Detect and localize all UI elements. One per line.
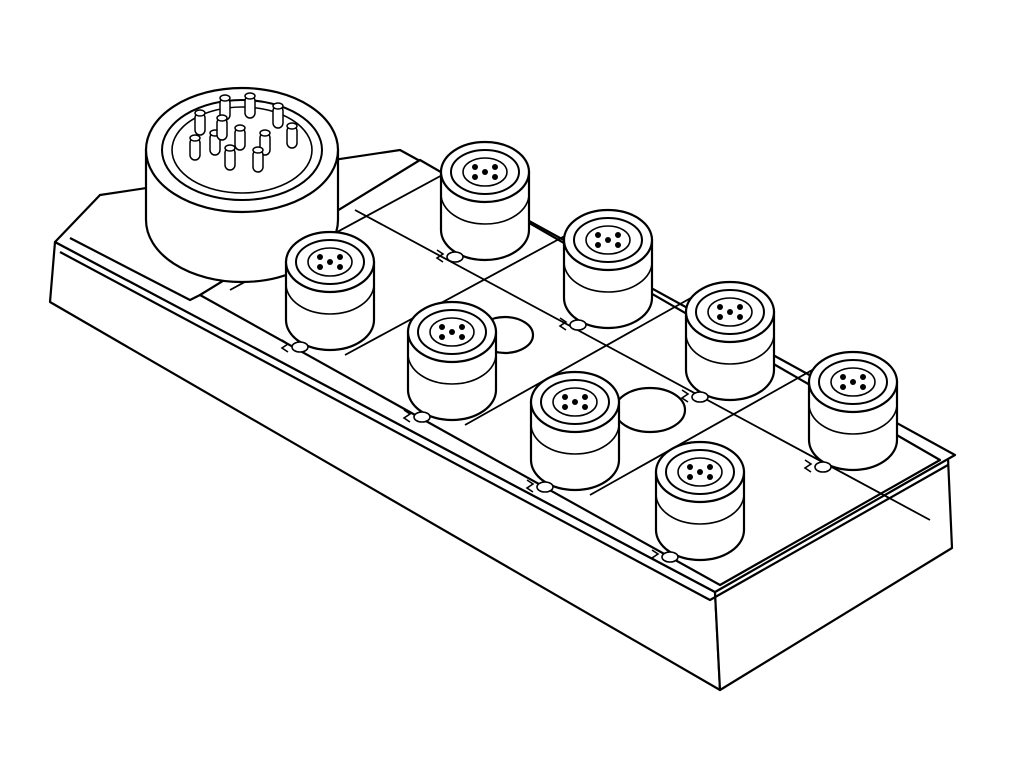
- socket-contact-hole: [615, 242, 621, 248]
- divider-line: [465, 290, 705, 425]
- port-symbol-icon: [527, 480, 533, 492]
- housing-edge-line: [60, 252, 948, 600]
- status-led: [815, 462, 831, 472]
- socket-contact-hole: [439, 324, 445, 330]
- socket-contact-hole: [459, 324, 465, 330]
- socket-contact-hole: [482, 169, 488, 175]
- status-led: [692, 392, 708, 402]
- socket-contact-hole: [840, 384, 846, 390]
- socket-contact-hole: [707, 474, 713, 480]
- socket-contact-hole: [737, 314, 743, 320]
- port-symbol-icon: [560, 318, 566, 330]
- socket-contact-hole: [687, 474, 693, 480]
- socket-contact-hole: [317, 254, 323, 260]
- port-symbol-icon: [652, 550, 658, 562]
- port-symbol-icon: [682, 390, 688, 402]
- socket-contact-hole: [605, 237, 611, 243]
- socket-contact-hole: [492, 164, 498, 170]
- socket-contact-hole: [615, 232, 621, 238]
- contact-pin-tip: [225, 145, 235, 151]
- port-symbol-icon: [805, 460, 811, 472]
- m12-port: [560, 210, 652, 330]
- port-knurl-line: [686, 334, 774, 364]
- socket-contact-hole: [717, 304, 723, 310]
- socket-contact-hole: [707, 464, 713, 470]
- port-knurl-line: [286, 284, 374, 314]
- port-knurl-line: [531, 424, 619, 454]
- ports: [282, 142, 897, 562]
- contact-pin-tip: [287, 123, 297, 129]
- socket-contact-hole: [572, 399, 578, 405]
- socket-contact-hole: [439, 334, 445, 340]
- contact-pin-tip: [245, 93, 255, 99]
- status-led: [537, 482, 553, 492]
- socket-contact-hole: [562, 404, 568, 410]
- socket-contact-hole: [595, 242, 601, 248]
- socket-contact-hole: [317, 264, 323, 270]
- socket-contact-hole: [449, 329, 455, 335]
- m12-port: [652, 442, 744, 562]
- contact-pin-tip: [190, 135, 200, 141]
- socket-contact-hole: [717, 314, 723, 320]
- port-knurl-line: [656, 494, 744, 524]
- port-symbol-icon: [404, 410, 410, 422]
- socket-contact-hole: [459, 334, 465, 340]
- contact-pin-tip: [235, 125, 245, 131]
- socket-contact-hole: [582, 394, 588, 400]
- status-led: [447, 252, 463, 262]
- status-led: [570, 320, 586, 330]
- socket-contact-hole: [472, 174, 478, 180]
- socket-contact-hole: [337, 254, 343, 260]
- m12-port: [404, 302, 496, 422]
- status-led: [414, 412, 430, 422]
- status-led: [292, 342, 308, 352]
- main-connector: [146, 88, 338, 282]
- m12-port: [282, 232, 374, 352]
- socket-contact-hole: [472, 164, 478, 170]
- socket-contact-hole: [337, 264, 343, 270]
- socket-contact-hole: [840, 374, 846, 380]
- port-symbol-icon: [282, 340, 288, 352]
- m12-port: [805, 352, 897, 472]
- contact-pin-tip: [260, 130, 270, 136]
- m12-port: [682, 282, 774, 402]
- contact-pin-tip: [195, 110, 205, 116]
- socket-contact-hole: [737, 304, 743, 310]
- contact-pin-tip: [253, 147, 263, 153]
- m12-port: [527, 372, 619, 492]
- socket-contact-hole: [687, 464, 693, 470]
- socket-contact-hole: [860, 384, 866, 390]
- port-knurl-line: [564, 262, 652, 292]
- socket-contact-hole: [595, 232, 601, 238]
- socket-contact-hole: [492, 174, 498, 180]
- socket-contact-hole: [562, 394, 568, 400]
- contact-pin-tip: [273, 103, 283, 109]
- socket-contact-hole: [582, 404, 588, 410]
- port-knurl-line: [441, 194, 529, 224]
- divider-line: [345, 225, 585, 355]
- socket-contact-hole: [850, 379, 856, 385]
- socket-contact-hole: [697, 469, 703, 475]
- port-knurl-line: [809, 404, 897, 434]
- m12-port: [437, 142, 529, 262]
- divider-line: [590, 360, 830, 495]
- contact-pin-tip: [220, 95, 230, 101]
- socket-contact-hole: [327, 259, 333, 265]
- port-symbol-icon: [437, 250, 443, 262]
- status-led: [662, 552, 678, 562]
- step-edge: [70, 238, 200, 300]
- socket-contact-hole: [860, 374, 866, 380]
- port-knurl-line: [408, 354, 496, 384]
- socket-contact-hole: [727, 309, 733, 315]
- contact-pin-tip: [217, 115, 227, 121]
- mounting-hole-rear: [615, 388, 685, 432]
